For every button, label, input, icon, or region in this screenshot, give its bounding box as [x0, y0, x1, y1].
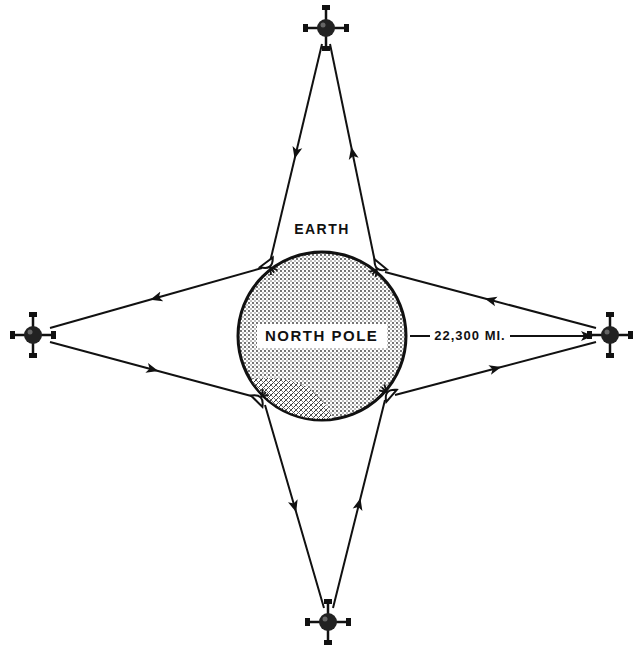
satellite-symbol	[303, 5, 349, 51]
relay-beam	[395, 342, 596, 395]
pole-label: NORTH POLE	[265, 327, 379, 345]
distance-label: 22,300 MI.	[430, 328, 509, 344]
earth-globe: EARTHNORTH POLE	[236, 250, 408, 422]
globe-disc	[238, 252, 406, 420]
satellite-symbol	[10, 312, 56, 358]
ground-station	[251, 386, 272, 407]
satellite-symbol	[587, 312, 633, 358]
relay-beam	[50, 268, 262, 328]
globe-shading	[251, 378, 332, 419]
relay-beam	[333, 400, 385, 608]
ground-station	[366, 259, 387, 279]
relay-beams	[50, 44, 596, 608]
relay-beam	[385, 272, 596, 328]
ground-station	[260, 257, 281, 277]
ground-station	[376, 381, 396, 402]
globe-title: EARTH	[236, 220, 408, 238]
relay-beam	[265, 405, 324, 608]
relay-beam	[50, 342, 255, 397]
pole-label-box: NORTH POLE	[257, 324, 387, 348]
satellite-symbol	[305, 599, 351, 645]
